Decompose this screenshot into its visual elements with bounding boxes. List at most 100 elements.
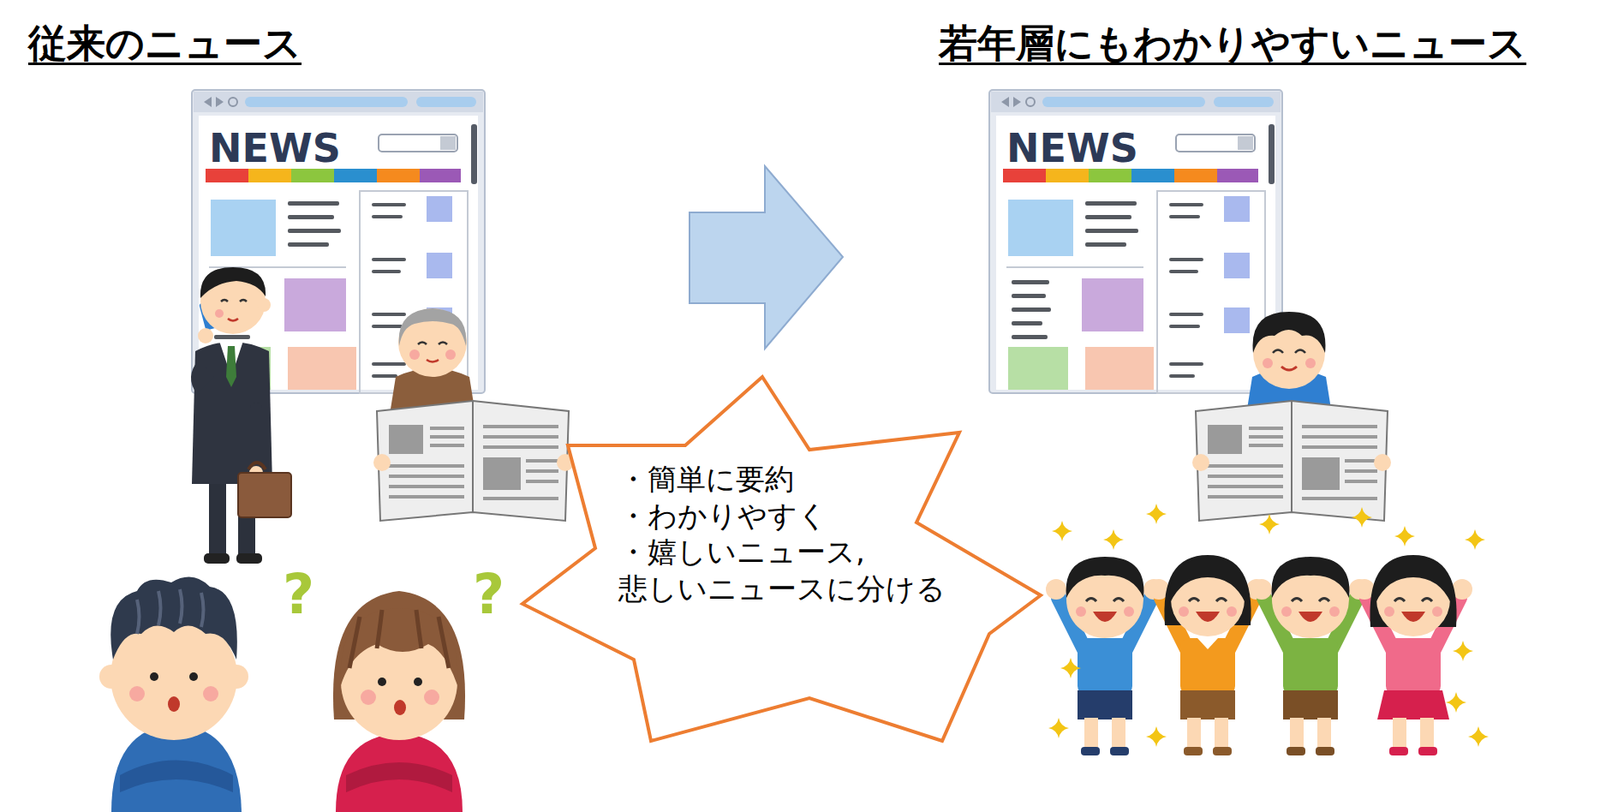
cheering-kids-part-part <box>1389 746 1409 756</box>
logo-text: NEWS <box>208 125 341 173</box>
businessman-part <box>250 402 263 472</box>
cheering-kids-part-part <box>1394 598 1433 603</box>
sparkles-part <box>1146 503 1167 525</box>
sparkles-part <box>1103 529 1124 550</box>
confused-boy-part <box>137 589 204 634</box>
confused-boy-part <box>119 760 233 794</box>
browser-window-part <box>191 89 485 394</box>
starburst-shape <box>522 376 1041 741</box>
boy-reading-part <box>1195 400 1388 521</box>
boy-reading-part <box>1262 358 1273 369</box>
cheering-kids-part-part <box>1432 606 1443 617</box>
businessman-part <box>197 328 214 344</box>
starburst-callout: ・簡単に要約・わかりやすく・嬉しいニュース, 悲しいニュースに分ける <box>513 376 1041 741</box>
heading: 若年層にもわかりやすいニュース <box>938 20 1527 67</box>
confused-boy-part <box>149 672 159 681</box>
confused-girl-part <box>346 762 453 793</box>
businessman-part <box>220 299 247 302</box>
cheering-kids-part-part <box>1251 579 1272 600</box>
confused-boy <box>99 577 249 812</box>
confused-girl-part <box>349 609 449 669</box>
cheering-kids-part-part <box>1110 746 1129 756</box>
browser-window-part <box>989 89 1283 394</box>
cheering-kids-part-part <box>1077 638 1133 695</box>
sparkles-part <box>1464 529 1486 550</box>
old-man-reading-part <box>426 359 439 363</box>
old-man-reading-part <box>409 349 420 360</box>
boy-reading-part <box>1253 311 1326 353</box>
cheering-kids-part-part <box>1283 638 1338 695</box>
cheering-kids-part-part <box>1075 606 1087 617</box>
cheering-kids-part-part <box>1212 746 1232 756</box>
confused-girl-part <box>335 733 463 812</box>
businessman-part <box>214 309 224 318</box>
boy-reading-part <box>1192 453 1210 472</box>
cheering-kids-part-part <box>1188 598 1227 603</box>
cheering-kids <box>1045 555 1473 756</box>
cheering-kids-part-part <box>1187 717 1201 749</box>
businessman <box>191 267 292 564</box>
cheering-kids-part-part <box>1401 611 1426 622</box>
sparkles-part <box>1048 717 1069 739</box>
old-man-reading <box>373 308 574 521</box>
cheering-kids-part-part <box>1195 611 1220 622</box>
cheering-kids-part-part <box>1384 606 1395 617</box>
cheering-kids-part-part <box>1392 717 1407 749</box>
question-mark: ? <box>282 561 315 628</box>
right-arrow <box>689 166 843 349</box>
businessman-part <box>236 553 263 564</box>
old-man-reading-part <box>445 349 456 360</box>
sparkles <box>1048 503 1489 747</box>
cheering-kids-part <box>1045 556 1165 756</box>
sparkles-part <box>1051 520 1073 542</box>
cheering-kids-part-part <box>1283 690 1338 720</box>
cheering-kids-part-part <box>1329 606 1340 617</box>
businessman-part <box>200 267 266 299</box>
boy-reading-part <box>1305 358 1316 369</box>
cheering-kids-part-part <box>1315 746 1335 756</box>
browser-window <box>191 89 1283 394</box>
sparkles-part <box>1351 507 1373 528</box>
cheering-kids-part-part <box>1375 558 1452 603</box>
cheering-kids-part <box>1354 555 1473 756</box>
confused-boy-part <box>129 686 145 702</box>
businessman-part <box>191 341 273 484</box>
confused-girl-part <box>413 677 423 687</box>
confused-boy-part <box>110 577 238 660</box>
sparkles-part <box>1394 525 1415 547</box>
sparkles-part <box>1452 640 1474 662</box>
cheering-kids-part-part <box>1123 606 1135 617</box>
old-man-reading-part <box>399 308 467 347</box>
boy-reading-part <box>1373 453 1392 472</box>
cheering-kids-part <box>1251 556 1370 756</box>
cheering-kids-part <box>1148 555 1267 756</box>
cheering-kids-part-part <box>1180 638 1236 695</box>
cheering-kids-part-part <box>1317 717 1332 749</box>
confused-girl-part <box>340 608 459 686</box>
confused-boy-part <box>167 696 180 712</box>
cheering-kids-part-part <box>1092 611 1117 622</box>
bullet-text: ・簡単に要約 <box>618 460 1009 498</box>
cheering-kids-part-part <box>1385 638 1441 695</box>
old-man-reading-part <box>417 342 448 346</box>
bullet-text: ・わかりやすく <box>618 497 1009 535</box>
cheering-kids-part-part <box>1084 717 1099 749</box>
cheering-kids-part-part <box>1197 638 1218 650</box>
cheering-kids-part-part <box>1420 717 1434 749</box>
cheering-kids-part-part <box>1418 746 1438 756</box>
callout-text-box: ・簡単に要約・わかりやすく・嬉しいニュース, 悲しいニュースに分ける <box>618 460 1009 607</box>
cheering-kids-part-part <box>1066 556 1145 598</box>
cheering-kids-part-part <box>1045 579 1067 600</box>
businessman-part <box>227 318 239 322</box>
businessman-part <box>238 472 292 518</box>
boy-reading-part <box>1272 350 1306 354</box>
cheering-kids-part-part <box>1291 598 1330 603</box>
cheering-kids-part-part <box>1178 606 1189 617</box>
cheering-kids-part-part <box>1377 690 1450 720</box>
cheering-kids-part-part <box>1289 717 1304 749</box>
old-man-reading-part <box>373 453 391 472</box>
sparkles-part <box>1060 657 1081 679</box>
cheering-kids-part-part <box>1086 598 1124 603</box>
cheering-kids-part-part <box>1226 606 1237 617</box>
confused-girl-part <box>394 699 406 716</box>
